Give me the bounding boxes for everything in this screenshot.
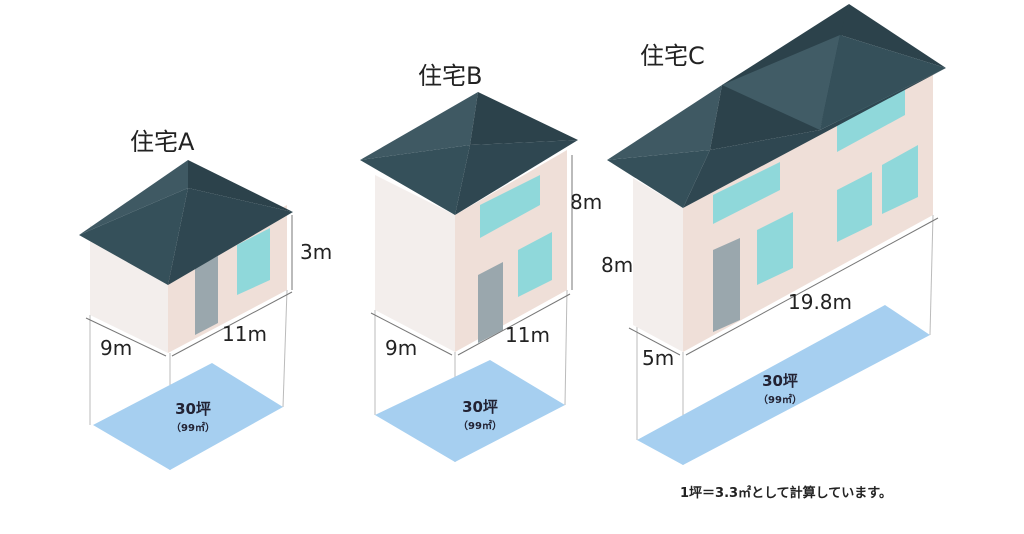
house-b-width: 9m <box>385 336 418 360</box>
window <box>837 172 872 242</box>
footnote: 1坪＝3.3㎡として計算しています。 <box>680 486 892 501</box>
area-tsubo: 30坪 <box>462 398 498 416</box>
house-c-area: 30坪 （99㎡） <box>755 370 805 406</box>
window <box>837 88 905 152</box>
house-c-depth: 19.8m <box>788 290 853 314</box>
house-a-width: 9m <box>100 336 133 360</box>
house-a-title: 住宅A <box>130 128 195 156</box>
footprint-a <box>93 363 283 470</box>
house-b-height: 8m <box>570 190 603 214</box>
house-b-depth: 11m <box>505 323 550 347</box>
house-a-depth: 11m <box>222 322 267 346</box>
house-a-area: 30坪 （99㎡） <box>168 398 218 434</box>
window <box>713 162 780 224</box>
area-tsubo: 30坪 <box>175 400 211 418</box>
window <box>480 175 540 238</box>
house-a-height: 3m <box>300 240 333 264</box>
footprint-b <box>375 360 565 462</box>
house-c-width: 5m <box>642 346 675 370</box>
door <box>478 262 503 343</box>
house-b-title: 住宅B <box>418 62 483 90</box>
area-m2: （99㎡） <box>458 421 502 432</box>
door <box>713 238 740 332</box>
area-m2: （99㎡） <box>758 395 802 406</box>
window <box>882 145 918 214</box>
window <box>757 212 793 285</box>
house-c <box>607 4 946 356</box>
house-c-height: 8m <box>601 253 634 277</box>
house-b-area: 30坪 （99㎡） <box>455 396 505 432</box>
footprint-c <box>637 305 930 465</box>
window <box>237 228 270 295</box>
door <box>195 256 218 335</box>
window <box>518 232 552 297</box>
area-m2: （99㎡） <box>171 423 215 434</box>
house-c-title: 住宅C <box>640 42 705 70</box>
area-tsubo: 30坪 <box>762 372 798 390</box>
house-a <box>79 160 293 357</box>
house-b <box>360 92 578 356</box>
